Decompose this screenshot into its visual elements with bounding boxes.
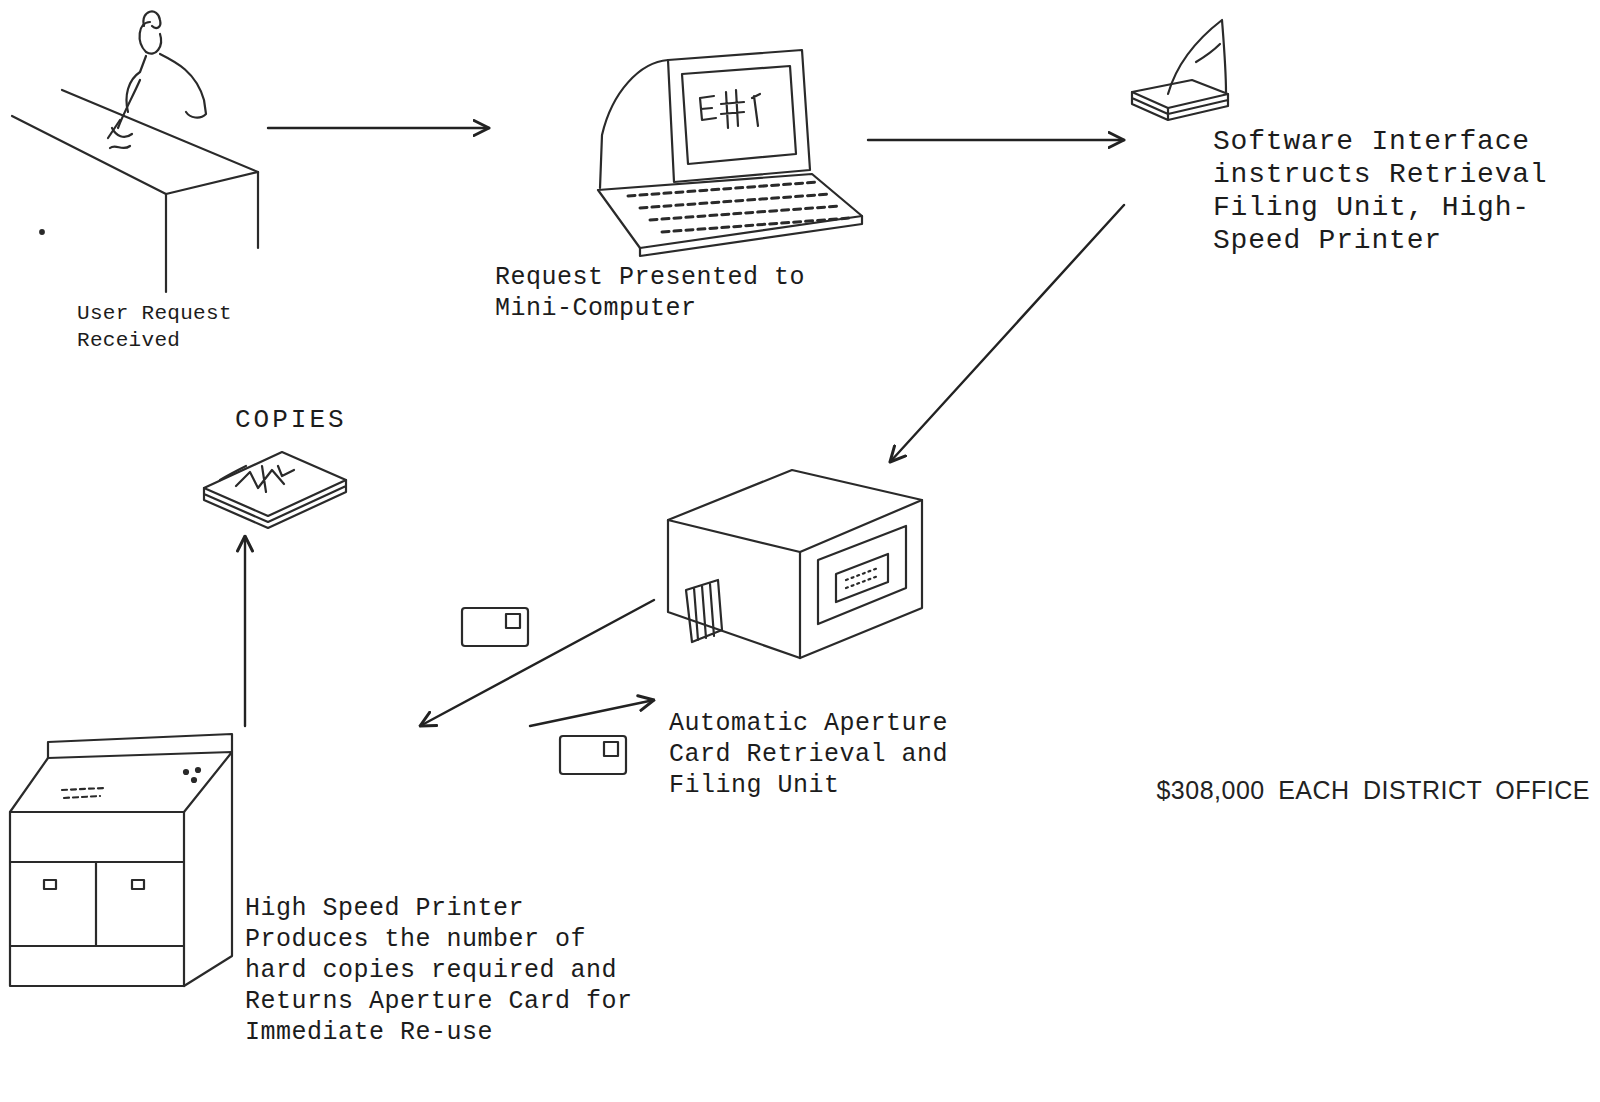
clerk-hair <box>143 11 160 28</box>
cost-note: $308,000 EACH DISTRICT OFFICE <box>1156 776 1590 805</box>
printer-panel <box>10 752 232 812</box>
step-caption: Request Presented to Mini-Computer <box>495 262 825 324</box>
writing-scribble <box>110 146 130 148</box>
panel-marks <box>62 788 104 798</box>
aperture-card-filing-unit <box>668 470 922 658</box>
card-aperture <box>506 614 520 628</box>
card-dots <box>846 568 878 588</box>
clerk-pen <box>108 120 120 138</box>
mini-computer-terminal <box>598 50 862 256</box>
curled-sheet <box>1168 20 1226 94</box>
sheet-edges <box>1132 92 1228 120</box>
counter-dot <box>40 230 44 234</box>
counter-leg <box>257 172 259 248</box>
flow-arrow <box>268 127 489 129</box>
key-rows <box>628 182 850 232</box>
step-caption: User Request Received <box>77 300 252 354</box>
flow-step: Automatic Aperture Card Retrieval and Fi… <box>654 462 975 807</box>
high-speed-printer <box>10 734 232 986</box>
terminal-screen <box>682 66 796 164</box>
flow-arrow <box>244 536 246 726</box>
software-listing-stack <box>1132 20 1228 120</box>
clerk-back <box>160 54 206 118</box>
counter-leg <box>165 194 167 292</box>
unit-front-left <box>668 520 800 658</box>
counter-front-edge <box>12 116 166 194</box>
counter-side-edge <box>166 172 258 194</box>
panel-light <box>192 778 196 782</box>
terminal-housing <box>600 60 668 188</box>
flow-step: Request Presented to Mini-Computer <box>489 32 868 330</box>
copy-sheet-edges <box>204 480 346 528</box>
panel-light <box>196 768 200 772</box>
terminal-keyboard <box>598 174 862 248</box>
door-handle <box>132 880 144 889</box>
card-body <box>462 608 528 646</box>
copies-stack <box>204 452 346 528</box>
flow-arrow <box>420 600 654 726</box>
flow-step: COPIES <box>194 399 371 536</box>
clerk-at-counter-sketch <box>12 11 258 292</box>
step-caption: COPIES <box>235 405 365 435</box>
screen-scribble <box>700 90 760 128</box>
printer-front <box>10 812 184 986</box>
card-drum <box>686 580 722 642</box>
unit-front-right <box>800 500 922 658</box>
copy-drawing <box>220 466 294 492</box>
card-in-window <box>836 554 888 602</box>
copy-top-sheet <box>204 452 346 516</box>
keyboard-edge <box>640 216 862 256</box>
printer-side <box>184 752 232 986</box>
printer-doors <box>10 862 184 946</box>
flow-arrow <box>890 205 1124 462</box>
card-aperture <box>604 742 618 756</box>
flow-step: Software Interface instructs Retrieval F… <box>1124 12 1571 263</box>
unit-top <box>668 470 922 552</box>
clerk-arm <box>118 80 140 128</box>
flow-step: High Speed Printer Produces the number o… <box>2 726 643 1054</box>
unit-window <box>818 526 906 624</box>
step-caption: Automatic Aperture Card Retrieval and Fi… <box>669 708 969 801</box>
sketches <box>10 11 1228 986</box>
terminal-bezel <box>668 50 810 182</box>
aperture-card <box>462 608 528 646</box>
flow-arrow <box>530 700 654 726</box>
flow-arrow <box>868 139 1124 141</box>
step-caption: High Speed Printer Produces the number o… <box>245 893 637 1048</box>
panel-light <box>184 770 188 774</box>
aperture-card <box>560 736 626 774</box>
flow-step: User Request Received <box>2 9 268 360</box>
card-body <box>560 736 626 774</box>
step-caption: Software Interface instructs Retrieval F… <box>1213 125 1565 257</box>
counter-back-edge <box>62 90 258 172</box>
door-handle <box>44 880 56 889</box>
